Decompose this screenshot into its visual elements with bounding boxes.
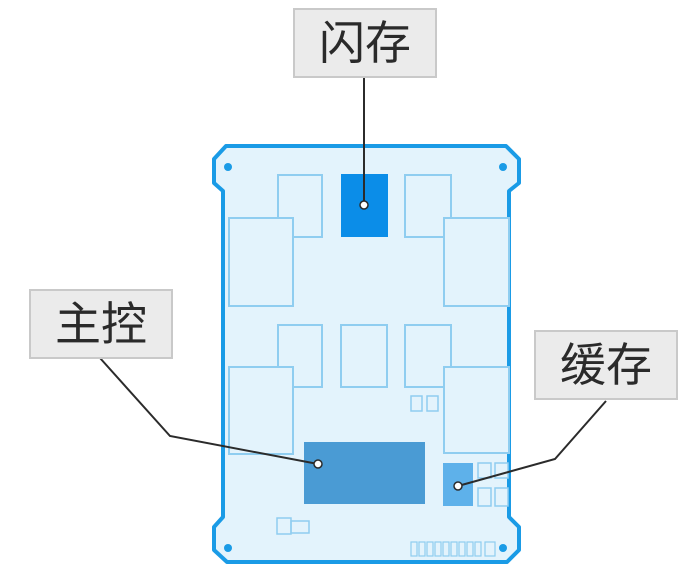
label-controller: 主控 [29, 289, 173, 359]
controller-leader-line [99, 357, 319, 465]
nand-chips-lower [228, 324, 510, 455]
label-flash: 闪存 [293, 8, 437, 78]
edge-connector [410, 541, 496, 557]
label-cache-box [534, 330, 678, 400]
mounting-hole-bottom-left [224, 544, 232, 552]
leader-lines [99, 77, 607, 487]
nand-chips-upper [228, 174, 510, 307]
flash-point [359, 200, 369, 210]
label-flash-box [293, 8, 437, 78]
label-cache: 缓存 [534, 330, 678, 400]
small-connector [276, 517, 310, 535]
mounting-hole-top-left [224, 163, 232, 171]
mounting-hole-bottom-right [499, 544, 507, 552]
cache-leader-line [457, 400, 607, 487]
controller-chip [304, 442, 425, 504]
nand-chip [228, 366, 294, 455]
cache-point [453, 481, 463, 491]
nand-chip [340, 324, 388, 388]
nand-chip [228, 217, 294, 307]
controller-point [313, 459, 323, 469]
label-controller-box [29, 289, 173, 359]
nand-chip [443, 366, 510, 454]
label-controller-text: 主控 [55, 297, 147, 351]
leader-points [313, 200, 463, 491]
mounting-hole-top-right [499, 163, 507, 171]
nand-chip [443, 217, 510, 307]
label-flash-text: 闪存 [319, 16, 411, 70]
label-cache-text: 缓存 [560, 338, 652, 392]
